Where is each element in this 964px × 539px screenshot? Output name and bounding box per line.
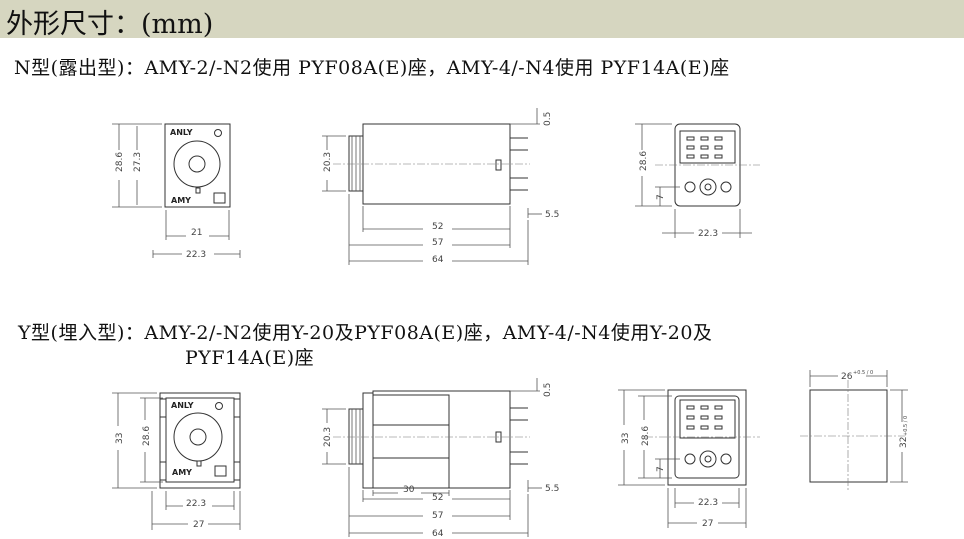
y-side-clip-top [372, 394, 450, 426]
n-front-width-inner: 21 [191, 228, 202, 238]
n-front-height-outer: 28.6 [115, 152, 125, 172]
y-side-length-30: 30 [403, 485, 415, 495]
y-front-frame [159, 392, 241, 489]
y-side-length-52: 52 [432, 493, 443, 503]
n-back-pin-left [684, 181, 696, 193]
y-front-brand-bottom: AMY [172, 468, 192, 477]
n-back-view: 28.6 7 22.3 [635, 123, 760, 239]
n-front-led-indicator [214, 129, 222, 137]
title-banner [0, 0, 964, 38]
y-back-height-inner: 28.6 [641, 426, 651, 446]
y-front-body [165, 397, 235, 483]
y-front-dial-knob [189, 428, 207, 446]
n-back-height: 28.6 [639, 151, 649, 171]
panel-cutout-height: 32 [899, 437, 909, 448]
y-side-pin-offset: 0.5 [543, 383, 553, 397]
y-side-length-64: 64 [432, 529, 444, 539]
n-back-pin-right [720, 181, 732, 193]
y-back-pin-left [684, 453, 696, 465]
panel-cutout-view: 26 +0.5 / 0 32 +0.5 / 0 [800, 370, 909, 492]
y-front-dial-pointer [196, 460, 202, 467]
n-back-center-pin [699, 178, 717, 196]
y-back-pin-right [720, 453, 732, 465]
y-back-contact-pins [686, 405, 723, 430]
n-side-pin-offset: 0.5 [543, 112, 553, 126]
y-back-frame [667, 389, 747, 486]
y-front-width-outer: 27 [193, 520, 204, 530]
n-side-view: 20.3 0.5 5.5 52 57 64 [322, 108, 559, 265]
n-front-brand-top: ANLY [170, 128, 193, 137]
y-back-center-pin-core [704, 455, 712, 463]
y-back-width-outer: 27 [702, 519, 713, 529]
n-front-body [164, 123, 231, 208]
y-side-view: 20.3 0.5 5.5 30 52 57 64 [322, 378, 559, 539]
y-front-led-indicator [215, 402, 223, 410]
y-side-length-57: 57 [432, 511, 443, 521]
n-side-length-57: 57 [432, 238, 443, 248]
n-front-width-outer: 22.3 [186, 250, 206, 260]
y-type-caption-line-2: PYF14A(E)座 [185, 347, 315, 369]
y-front-brand-top: ANLY [171, 401, 194, 410]
y-side-bezel [362, 392, 374, 489]
y-front-height-inner: 28.6 [142, 426, 152, 446]
n-back-contact-pins [686, 136, 723, 159]
y-front-width-inner: 22.3 [186, 499, 206, 509]
y-back-height-outer: 33 [621, 433, 631, 444]
n-back-contact-block [679, 130, 736, 164]
y-back-pin-offset: 7 [656, 466, 666, 472]
n-front-height-inner: 27.3 [133, 152, 143, 172]
n-front-view: ANLY AMY 28.6 27.3 21 22.3 [112, 123, 241, 260]
n-side-length-52: 52 [432, 222, 443, 232]
y-front-label-window [214, 465, 227, 477]
y-side-height: 20.3 [323, 427, 333, 447]
y-front-dial-outer [173, 412, 223, 462]
n-front-label-window [213, 192, 226, 204]
y-back-center-pin [699, 450, 717, 468]
y-side-body [372, 390, 511, 489]
y-front-height-outer: 33 [115, 433, 125, 444]
n-side-latch [495, 159, 502, 171]
n-front-dial-knob [188, 155, 206, 173]
y-front-view: ANLY AMY 33 28.6 22.3 27 [112, 392, 241, 530]
n-side-length-64: 64 [432, 255, 444, 265]
n-front-dial-outer [173, 140, 221, 188]
page-title: 外形尺寸：(mm) [6, 9, 214, 40]
n-back-width: 22.3 [698, 229, 718, 239]
n-back-pin-offset: 7 [656, 194, 666, 200]
n-front-brand-bottom: AMY [171, 196, 191, 205]
y-side-pin-length: 5.5 [545, 484, 559, 494]
panel-cutout-height-tolerance: +0.5 / 0 [903, 416, 909, 436]
n-side-height: 20.3 [323, 152, 333, 172]
n-front-dial-pointer [195, 187, 201, 194]
y-type-caption-line-1: Y型(埋入型)：AMY-2/-N2使用Y-20及PYF08A(E)座，AMY-4… [18, 322, 713, 344]
y-back-view: 33 28.6 7 22.3 27 [618, 389, 760, 529]
n-back-center-pin-core [704, 183, 712, 191]
y-side-clip-bottom [372, 457, 450, 489]
y-back-width-inner: 22.3 [698, 498, 718, 508]
panel-cutout-width: 26 [841, 372, 853, 382]
n-side-pin-length: 5.5 [545, 210, 559, 220]
n-type-caption: N型(露出型)：AMY-2/-N2使用 PYF08A(E)座，AMY-4/-N4… [14, 57, 730, 79]
y-back-contact-block [679, 399, 736, 439]
panel-cutout-width-tolerance: +0.5 / 0 [853, 370, 873, 376]
